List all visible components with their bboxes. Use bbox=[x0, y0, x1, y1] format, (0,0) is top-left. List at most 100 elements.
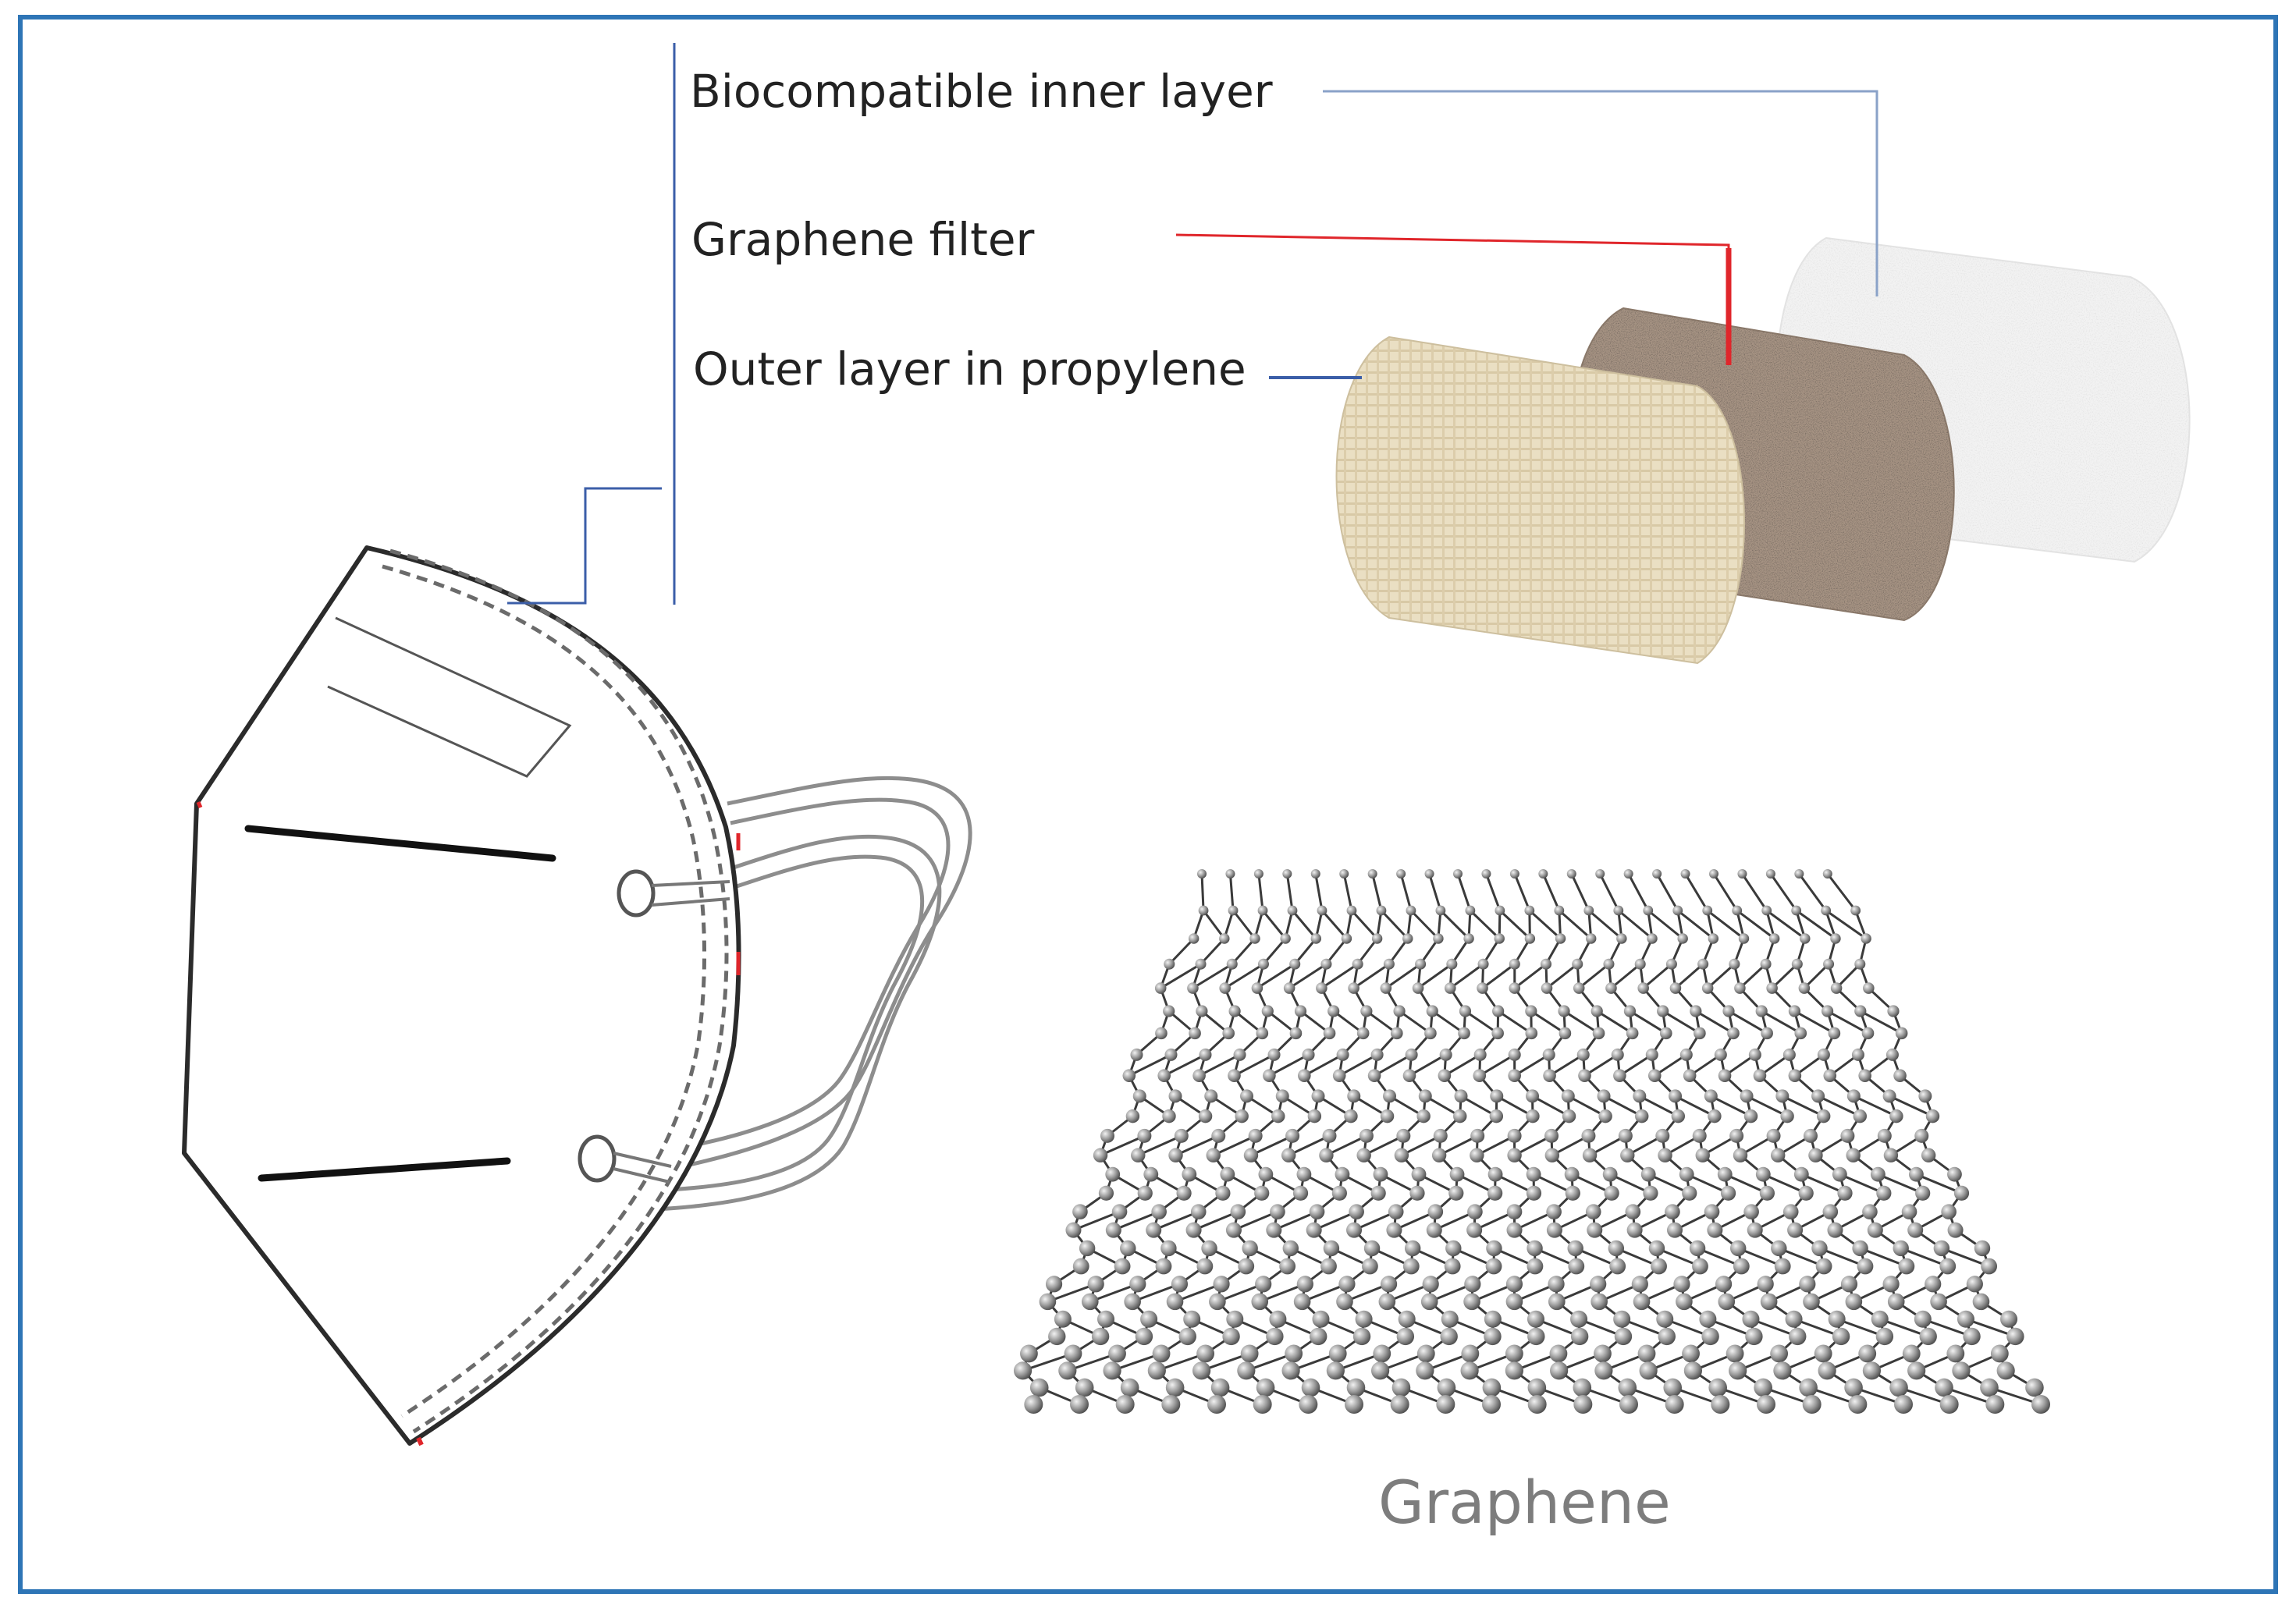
lattice-atom bbox=[1164, 1048, 1178, 1061]
lattice-atom bbox=[1477, 982, 1488, 994]
lattice-atom bbox=[1486, 1240, 1502, 1257]
lattice-atom bbox=[1319, 1148, 1334, 1162]
lattice-bond bbox=[1428, 873, 1442, 911]
lattice-atom bbox=[1652, 869, 1662, 878]
lattice-bond bbox=[1332, 1010, 1364, 1035]
lattice-atom bbox=[1444, 1258, 1461, 1275]
lattice-atom bbox=[1578, 1069, 1591, 1082]
lattice-atom bbox=[1125, 1109, 1140, 1123]
lattice-atom bbox=[1424, 869, 1434, 878]
lattice-atom bbox=[1877, 1128, 1892, 1143]
lattice-bond bbox=[1257, 873, 1264, 911]
lattice-bond bbox=[1795, 909, 1836, 940]
lattice-bond bbox=[1578, 963, 1610, 989]
lattice-atom bbox=[1093, 1148, 1108, 1162]
lattice-atom bbox=[1748, 1048, 1761, 1061]
lattice-atom bbox=[1709, 869, 1718, 878]
lattice-bond bbox=[1655, 873, 1679, 911]
lattice-bond bbox=[1826, 1010, 1869, 1035]
lattice-atom bbox=[1759, 1185, 1775, 1201]
lattice-atom bbox=[1870, 1166, 1885, 1182]
lattice-bond bbox=[1546, 963, 1579, 989]
lattice-bond bbox=[1647, 1173, 1690, 1194]
lattice-atom bbox=[1597, 1089, 1611, 1103]
lattice-atom bbox=[1570, 1327, 1589, 1346]
lattice-bond bbox=[1256, 963, 1296, 989]
lattice-atom bbox=[1729, 958, 1740, 970]
lattice-atom bbox=[1549, 1344, 1568, 1363]
lattice-bond bbox=[1877, 1173, 1924, 1194]
lattice-atom bbox=[1079, 1240, 1096, 1257]
lattice-atom bbox=[1345, 1395, 1363, 1414]
lattice-atom bbox=[1682, 1344, 1700, 1363]
lattice-atom bbox=[1271, 1109, 1285, 1123]
lattice-bond bbox=[1485, 873, 1502, 911]
lattice-bond bbox=[1629, 1010, 1667, 1035]
lattice-atom bbox=[1081, 1293, 1099, 1311]
lattice-atom bbox=[1585, 1204, 1601, 1219]
lattice-atom bbox=[1508, 1048, 1521, 1061]
lattice-atom bbox=[1296, 1276, 1313, 1293]
lattice-bond bbox=[1342, 873, 1353, 911]
lattice-atom bbox=[1817, 1048, 1830, 1061]
lattice-bond bbox=[1409, 909, 1440, 940]
lattice-atom bbox=[1640, 1166, 1656, 1182]
lattice-atom bbox=[1844, 1378, 1863, 1397]
lattice-atom bbox=[1346, 1222, 1363, 1238]
lattice-atom bbox=[1422, 1276, 1439, 1293]
lattice-atom bbox=[1637, 982, 1650, 994]
lattice-atom bbox=[1876, 1185, 1892, 1201]
lattice-atom bbox=[1822, 1204, 1839, 1219]
lattice-atom bbox=[1727, 1027, 1740, 1040]
lattice-atom bbox=[1925, 1276, 1942, 1293]
lattice-atom bbox=[1679, 1048, 1693, 1061]
lattice-atom bbox=[1608, 1240, 1625, 1257]
lattice-bond bbox=[1401, 1134, 1441, 1157]
lattice-atom bbox=[1576, 1048, 1590, 1061]
lattice-atom bbox=[1743, 1204, 1759, 1219]
lattice-atom bbox=[1484, 1310, 1502, 1328]
lattice-atom bbox=[1491, 1027, 1504, 1040]
lattice-atom bbox=[1853, 1109, 1867, 1123]
lattice-atom bbox=[1775, 1089, 1790, 1103]
lattice-atom bbox=[1152, 1344, 1171, 1363]
lattice-atom bbox=[1635, 1109, 1649, 1123]
lattice-atom bbox=[1064, 1344, 1082, 1363]
lattice-atom bbox=[1341, 933, 1352, 944]
lattice-atom bbox=[1645, 1048, 1658, 1061]
lattice-atom bbox=[1482, 1395, 1501, 1414]
lattice-atom bbox=[1415, 958, 1427, 970]
lattice-atom bbox=[1981, 1258, 1998, 1275]
lattice-atom bbox=[1861, 933, 1871, 944]
lattice-atom bbox=[1613, 905, 1624, 916]
lattice-atom bbox=[1760, 1293, 1778, 1311]
lattice-bond bbox=[1399, 873, 1413, 911]
lattice-atom bbox=[1347, 1089, 1361, 1103]
lattice-atom bbox=[1939, 1258, 1957, 1275]
lattice-atom bbox=[1508, 1069, 1521, 1082]
lattice-atom bbox=[1441, 1310, 1459, 1328]
lattice-atom bbox=[1195, 958, 1207, 970]
lattice-atom bbox=[1902, 1344, 1921, 1363]
lattice-atom bbox=[1757, 1395, 1775, 1414]
lattice-bond bbox=[1695, 1010, 1734, 1035]
lattice-bond bbox=[1481, 963, 1516, 989]
lattice-atom bbox=[1206, 1148, 1221, 1162]
lattice-atom bbox=[1765, 869, 1775, 878]
lattice-bond bbox=[1528, 909, 1562, 940]
lattice-atom bbox=[1875, 1327, 1894, 1346]
lattice-atom bbox=[1185, 1222, 1202, 1238]
lattice-atom bbox=[1618, 1128, 1633, 1143]
lattice-atom bbox=[1918, 1089, 1932, 1103]
lattice-atom bbox=[1316, 982, 1327, 994]
lattice-atom bbox=[1947, 1166, 1962, 1182]
lattice-atom bbox=[1412, 982, 1424, 994]
lattice-bond bbox=[1617, 909, 1653, 940]
lattice-atom bbox=[1583, 905, 1594, 916]
lattice-atom bbox=[1695, 1148, 1710, 1162]
lattice-atom bbox=[1445, 1240, 1462, 1257]
lattice-bond bbox=[1712, 873, 1738, 911]
lattice-atom bbox=[1882, 1276, 1900, 1293]
lattice-atom bbox=[1803, 1293, 1820, 1311]
lattice-atom bbox=[1616, 933, 1627, 944]
